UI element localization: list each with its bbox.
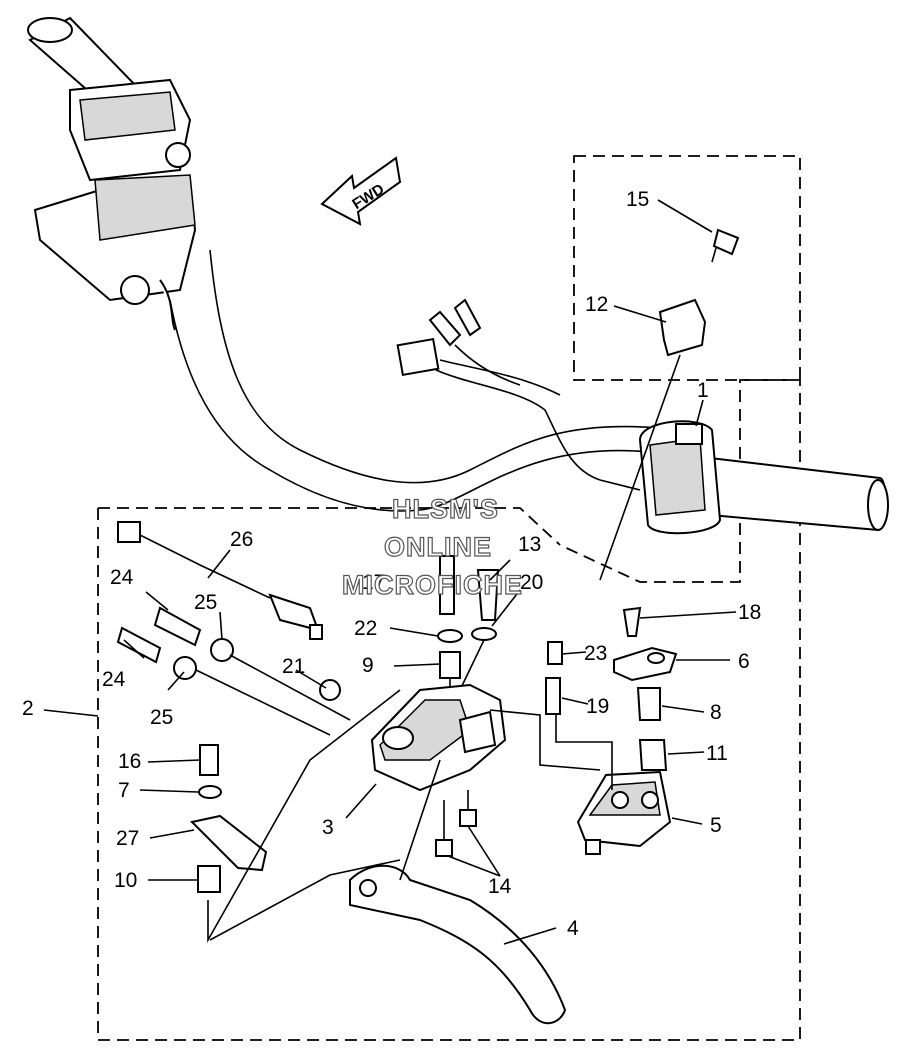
part-number: 5 bbox=[710, 814, 722, 837]
part-number: 13 bbox=[518, 533, 541, 556]
part-number: 21 bbox=[282, 655, 305, 678]
part-number: 9 bbox=[362, 654, 374, 677]
part-number: 15 bbox=[626, 188, 649, 211]
cable-adjusters bbox=[116, 606, 351, 736]
part-number: 24 bbox=[110, 566, 134, 589]
adjuster-assembly bbox=[399, 606, 678, 881]
watermark: HLSM'S ONLINE MICROFICHE bbox=[341, 493, 523, 600]
part-number: 2 bbox=[22, 697, 34, 720]
part-number: 17 bbox=[362, 571, 385, 594]
clutch-switch-cable bbox=[117, 521, 323, 640]
part-number: 22 bbox=[354, 617, 377, 640]
lever-holder bbox=[319, 679, 507, 792]
part-number: 26 bbox=[230, 528, 253, 551]
part-number: 20 bbox=[520, 571, 543, 594]
part-number: 7 bbox=[118, 779, 130, 802]
subassembly-box-12-15 bbox=[573, 155, 801, 381]
master-cylinder-assembly bbox=[27, 16, 197, 331]
part-number: 6 bbox=[738, 650, 750, 673]
part-number: 24 bbox=[102, 668, 126, 691]
wire-harness bbox=[396, 298, 601, 481]
subassembly-box-2 bbox=[97, 379, 801, 1041]
handlebar bbox=[169, 249, 889, 532]
switch-small-parts bbox=[189, 689, 401, 944]
part-number: 25 bbox=[194, 591, 217, 614]
bolts-and-washers bbox=[437, 555, 500, 700]
part-number: 12 bbox=[585, 293, 608, 316]
part-number: 16 bbox=[118, 750, 141, 773]
handlebar-switch bbox=[599, 420, 722, 535]
part-number: 1 bbox=[697, 379, 709, 402]
part-number: 25 bbox=[150, 706, 173, 729]
part-number: 8 bbox=[710, 701, 722, 724]
part-number: 27 bbox=[116, 827, 139, 850]
part-number: 10 bbox=[114, 869, 137, 892]
clutch-lever bbox=[349, 864, 567, 1025]
holder-and-screw bbox=[599, 228, 740, 581]
leader-lines bbox=[43, 199, 737, 945]
part-number: 4 bbox=[567, 917, 579, 940]
part-number: 19 bbox=[586, 695, 609, 718]
watermark-line-3: MICROFICHE bbox=[342, 570, 523, 600]
watermark-line-2: ONLINE bbox=[384, 532, 492, 562]
forward-direction-arrow: FWD bbox=[320, 156, 402, 226]
part-number: 11 bbox=[706, 742, 728, 765]
part-number-labels: 1 2 3 4 5 6 7 8 9 10 11 12 13 14 15 16 1… bbox=[22, 188, 761, 940]
part-number: 18 bbox=[738, 601, 761, 624]
part-number: 3 bbox=[322, 816, 334, 839]
part-number: 14 bbox=[488, 875, 512, 898]
watermark-line-1: HLSM'S bbox=[392, 494, 499, 524]
part-number: 23 bbox=[584, 642, 607, 665]
